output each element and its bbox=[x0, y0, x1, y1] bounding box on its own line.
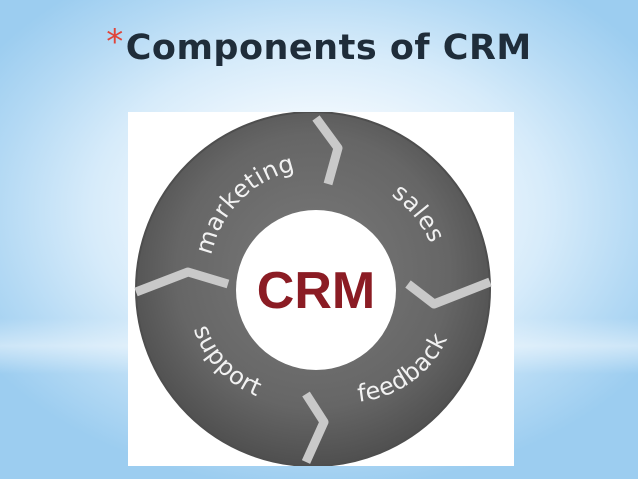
separator-marketing-sales bbox=[312, 115, 343, 186]
title-bullet: * bbox=[106, 22, 124, 62]
separator-feedback-support bbox=[301, 391, 329, 464]
separator-sales-feedback bbox=[405, 277, 492, 309]
slide-title-text: Components of CRM bbox=[125, 28, 532, 68]
separator-support-marketing bbox=[134, 267, 230, 297]
diagram-center-label: CRM bbox=[257, 262, 375, 320]
crm-diagram-image: CRM marketing sales feedback support bbox=[128, 112, 514, 466]
slide-title: *Components of CRM bbox=[0, 22, 638, 68]
diagram-center-circle bbox=[236, 210, 396, 370]
crm-cycle-diagram: CRM marketing sales feedback support bbox=[134, 112, 492, 466]
